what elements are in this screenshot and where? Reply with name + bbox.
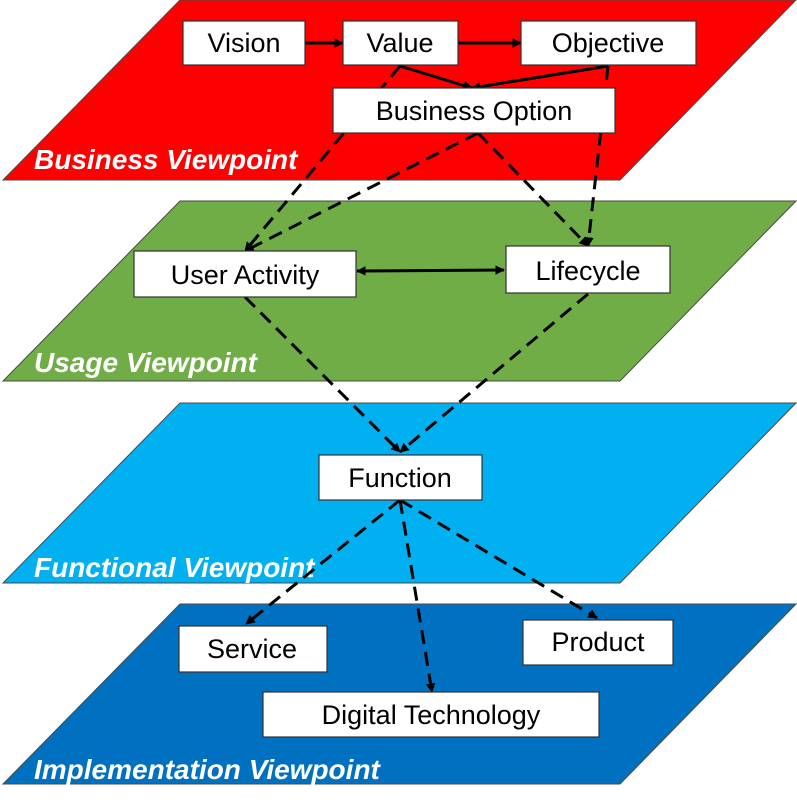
node-user-activity-label: User Activity xyxy=(171,260,320,290)
edge-lifecycle-function xyxy=(399,292,589,454)
business-viewpoint-label: Business Viewpoint xyxy=(34,144,299,175)
implementation-viewpoint-label: Implementation Viewpoint xyxy=(34,754,382,785)
edge-function-service xyxy=(245,498,401,626)
node-vision-label: Vision xyxy=(207,28,280,58)
usage-viewpoint-label: Usage Viewpoint xyxy=(34,347,259,378)
edge-value-user-activity xyxy=(243,65,402,252)
node-digital-technology: Digital Technology xyxy=(262,691,600,738)
functional-viewpoint-label: Functional Viewpoint xyxy=(34,552,316,583)
node-function-label: Function xyxy=(348,463,452,493)
node-business-option-label: Business Option xyxy=(376,96,573,126)
node-lifecycle: Lifecycle xyxy=(505,245,671,294)
node-value-label: Value xyxy=(366,28,433,58)
edge-user-activity-function xyxy=(243,295,402,454)
node-objective: Objective xyxy=(520,20,697,66)
node-product-label: Product xyxy=(551,627,645,657)
node-service-label: Service xyxy=(207,634,297,664)
node-user-activity: User Activity xyxy=(133,250,357,298)
edge-business-option-lifecycle xyxy=(476,131,590,248)
node-value: Value xyxy=(342,20,459,66)
node-product: Product xyxy=(522,619,674,666)
edge-function-product xyxy=(399,498,598,620)
edge-objective-business-option xyxy=(471,64,609,92)
node-function: Function xyxy=(318,454,483,501)
node-digital-technology-label: Digital Technology xyxy=(322,700,541,730)
edge-value-business-option xyxy=(399,64,473,91)
edge-function-digital-technology xyxy=(398,499,436,693)
node-lifecycle-label: Lifecycle xyxy=(535,256,640,286)
node-objective-label: Objective xyxy=(552,28,665,58)
node-service: Service xyxy=(178,625,328,673)
node-vision: Vision xyxy=(182,20,306,66)
edge-user-activity-lifecycle xyxy=(356,265,505,276)
node-business-option: Business Option xyxy=(332,87,616,134)
